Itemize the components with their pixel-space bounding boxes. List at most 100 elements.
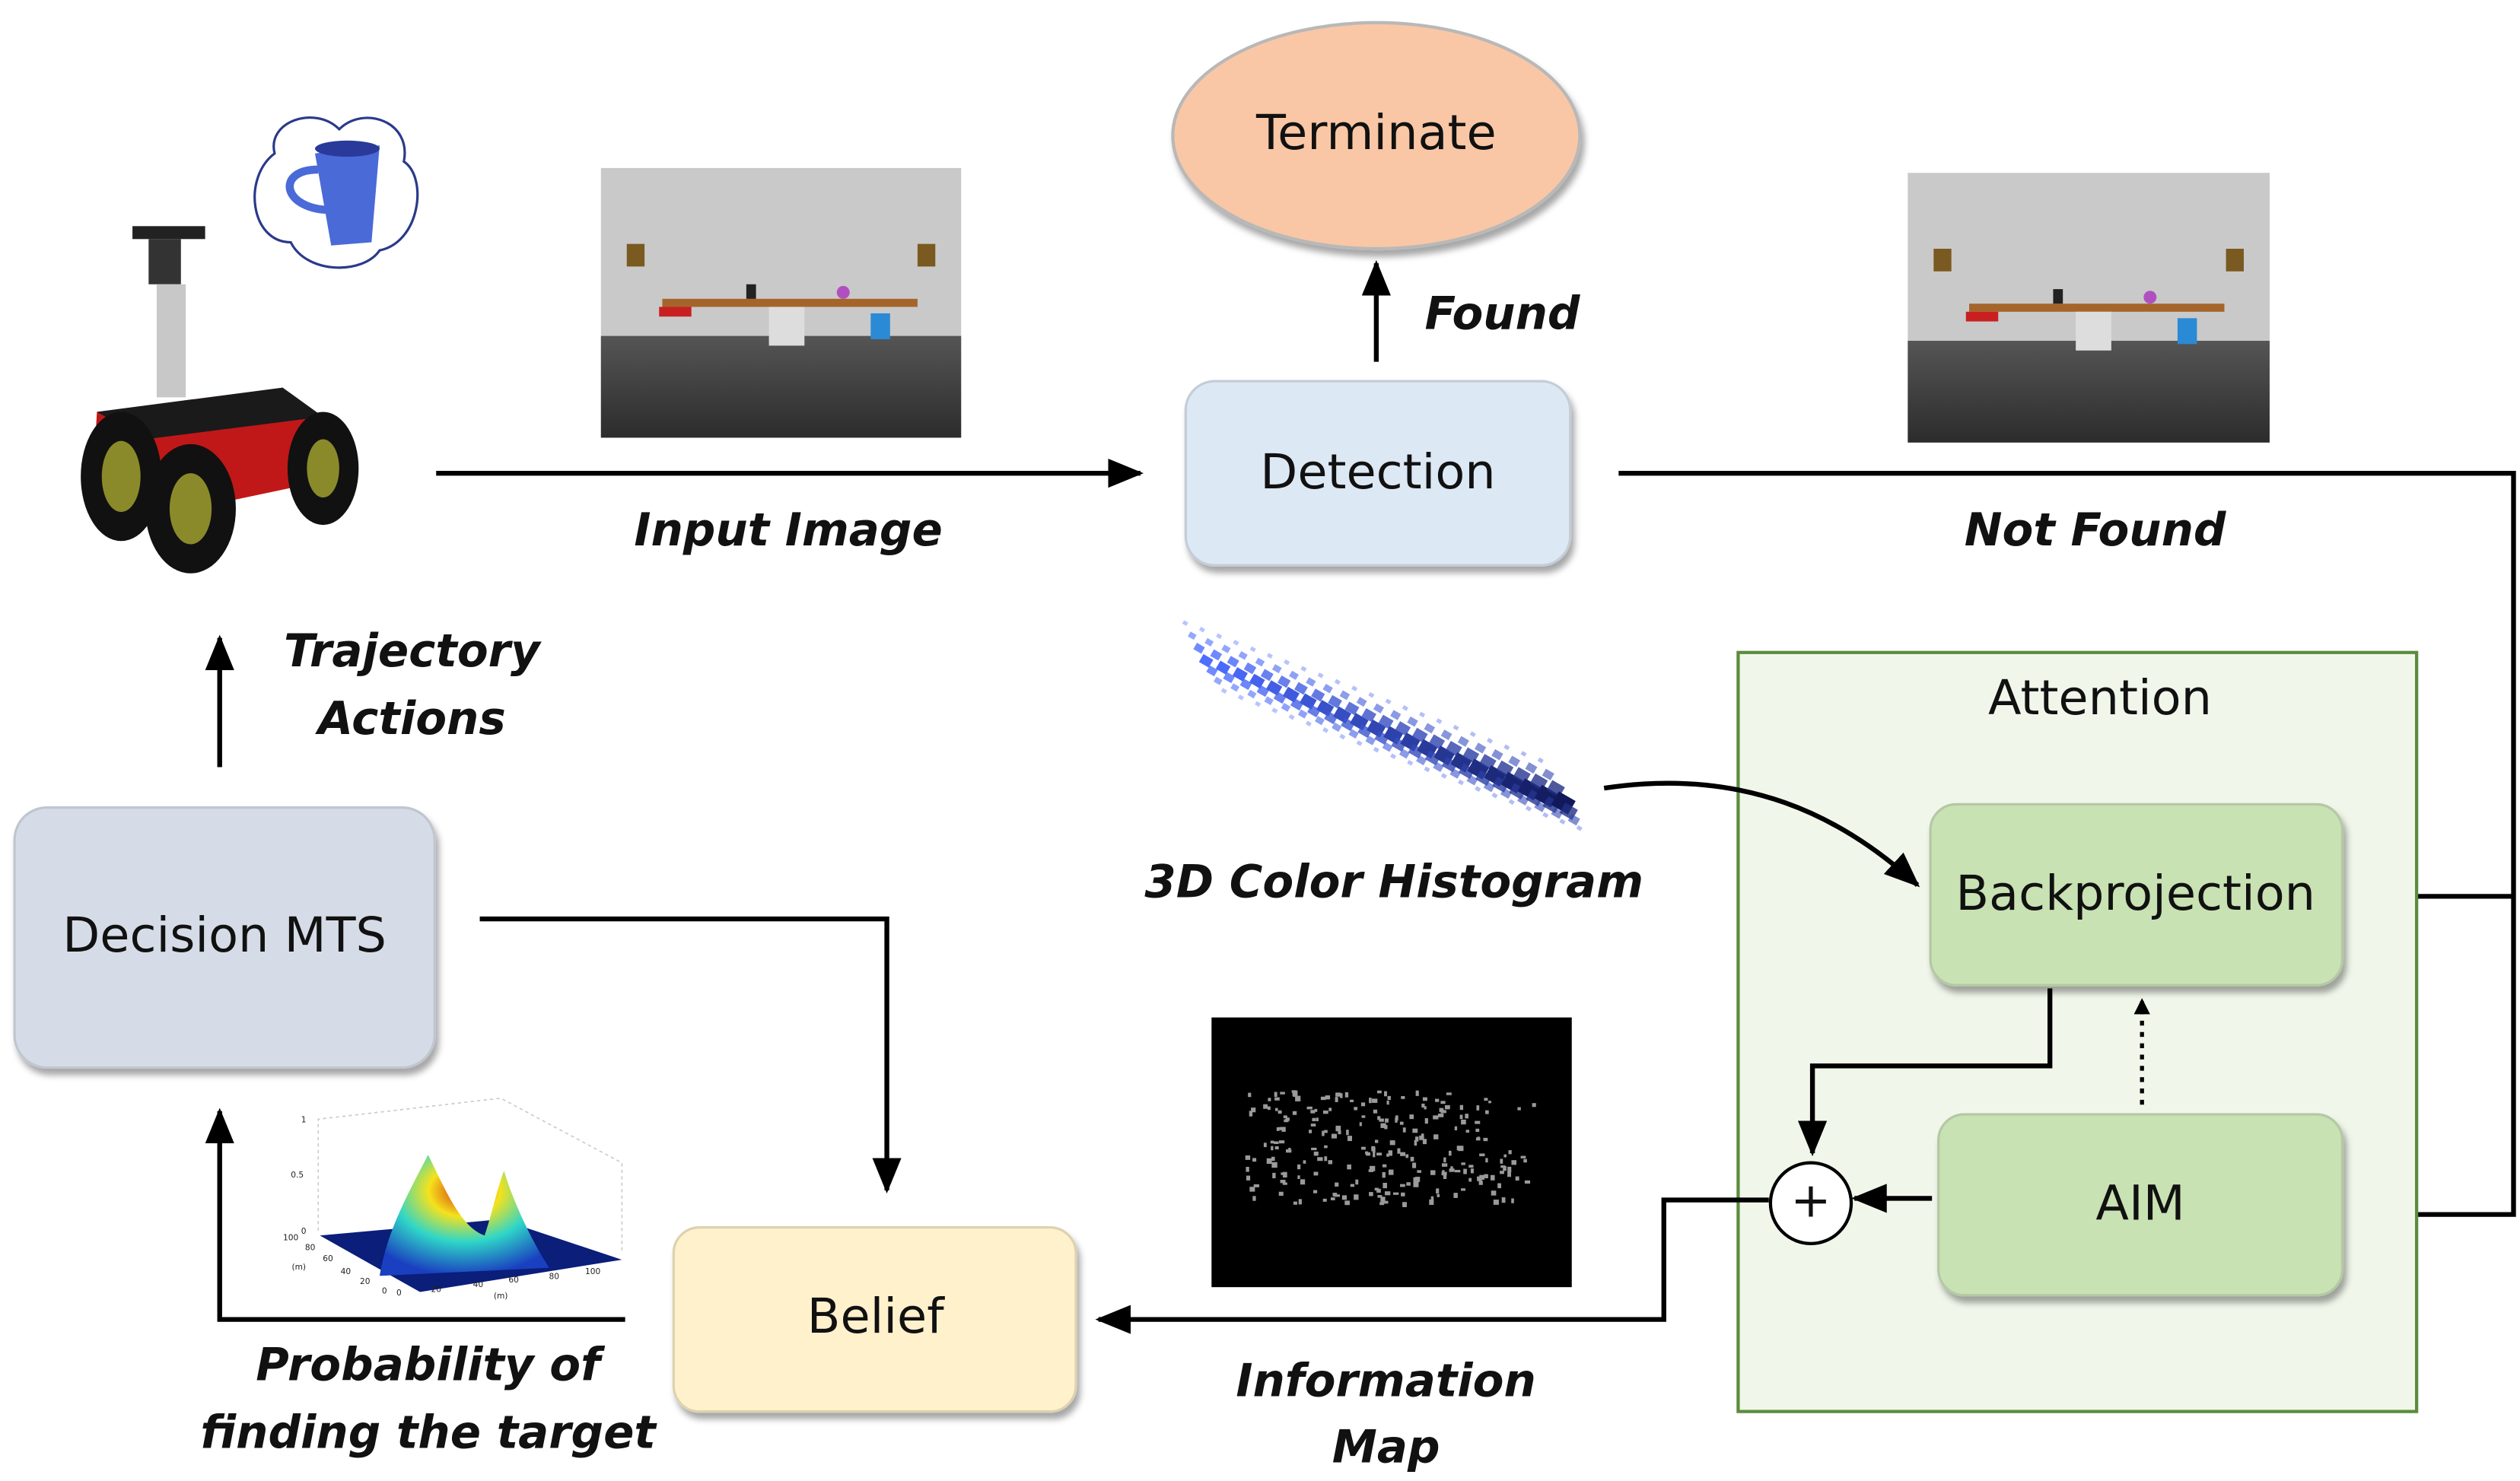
saliency-pixel [1280,1180,1286,1184]
saliency-pixel [1375,1139,1379,1143]
saliency-pixel [1382,1182,1388,1189]
histogram-bin [1452,724,1459,731]
saliency-pixel [1380,1197,1386,1203]
histogram-to-backprojection-arrow [1603,780,1920,888]
saliency-pixel [1468,1165,1474,1168]
saliency-pixel [1507,1171,1511,1177]
histogram-bin [1294,682,1308,695]
saliency-pixel [1459,1114,1463,1120]
information-map-label-line1: Information [1236,1355,1535,1408]
saliency-pixel [1322,1198,1327,1202]
histogram-bin [1356,697,1367,707]
saliency-pixel [1278,1191,1284,1197]
histogram-bin [1284,659,1290,666]
saliency-pixel [1412,1128,1418,1133]
saliency-pixel [1503,1154,1507,1158]
saliency-pixel [1400,1152,1406,1156]
saliency-pixel [1245,1155,1251,1160]
histogram-bin [1277,675,1291,688]
saliency-pixel [1424,1118,1428,1124]
saliency-pixel [1274,1146,1279,1150]
histogram-bin [1232,667,1248,682]
saliency-pixel [1344,1092,1349,1098]
saliency-pixel [1354,1194,1359,1200]
y-unit: (m) [291,1262,306,1272]
histogram-bin [1351,685,1358,691]
saliency-pixel [1292,1111,1297,1115]
y-tick: 60 [323,1254,333,1263]
probability-label-line2: finding the target [200,1407,657,1460]
histogram-label: 3D Color Histogram [1144,857,1643,909]
saliency-pixel [1440,1101,1446,1104]
saliency-pixel [1344,1200,1350,1206]
saliency-pixel [1282,1182,1287,1185]
backprojection-node: Backprojection [1929,802,2344,987]
histogram-bin [1517,794,1529,806]
histogram-bin [1223,672,1236,684]
histogram-bin [1457,736,1469,747]
saliency-pixel [1263,1143,1267,1148]
histogram-bin [1469,731,1476,738]
saliency-pixel [1468,1177,1472,1182]
saliency-pixel [1309,1130,1312,1133]
saliency-pixel [1485,1158,1488,1163]
probability-label-line1: Probability of [256,1339,606,1391]
saliency-pixel [1271,1146,1274,1151]
saliency-pixel [1421,1103,1425,1108]
backprojection-to-sum-arrow [1797,988,2053,1157]
histogram-bin [1339,733,1346,740]
saliency-pixel [1253,1184,1259,1187]
saliency-pixel [1359,1122,1362,1127]
input-scene-image [600,167,962,438]
trajectory-label-line1: Trajectory [284,625,542,678]
histogram-bin [1475,786,1481,792]
histogram-bin [1306,677,1316,687]
saliency-pixel [1376,1090,1382,1094]
histogram-bin [1249,646,1256,653]
saliency-pixel [1450,1166,1453,1172]
histogram-bin [1424,750,1441,766]
histogram-bin [1334,679,1341,685]
attention-group: Attention [1736,650,2419,1413]
saliency-pixel [1386,1100,1389,1105]
saliency-pixel [1459,1104,1464,1111]
histogram-bin [1193,643,1205,654]
saliency-pixel [1422,1139,1427,1145]
histogram-bin [1391,737,1407,752]
terminate-node: Terminate [1171,21,1582,251]
saliency-pixel [1401,1192,1405,1197]
histogram-bin [1341,717,1355,732]
saliency-pixel [1465,1130,1470,1133]
saliency-pixel [1279,1127,1282,1130]
detection-label: Detection [1260,444,1495,501]
saliency-pixel [1490,1174,1495,1181]
saliency-pixel [1511,1160,1516,1165]
saliency-pixel [1347,1164,1351,1170]
terminate-label: Terminate [1255,105,1497,161]
saliency-pixel [1249,1111,1253,1117]
saliency-pixel [1437,1114,1444,1117]
histogram-bin [1249,673,1265,689]
histogram-bin [1206,665,1218,677]
saliency-pixel [1369,1098,1372,1104]
x-tick: 20 [431,1285,441,1295]
histogram-bin [1198,653,1214,668]
thought-cloud-mug-icon [253,116,419,269]
histogram-bin [1348,729,1359,739]
histogram-bin [1365,735,1376,745]
saliency-pixel [1430,1170,1436,1175]
histogram-bin [1374,730,1389,745]
histogram-bin [1213,676,1223,685]
saliency-pixel [1324,1130,1328,1133]
saliency-pixel [1429,1199,1434,1206]
saliency-pixel [1374,1187,1379,1191]
histogram-bin [1428,734,1446,750]
saliency-pixel [1415,1136,1419,1142]
z-tick: 0.5 [291,1170,304,1180]
saliency-pixel [1476,1105,1480,1111]
saliency-pixel [1413,1182,1419,1187]
information-map-arrow [1095,1197,1769,1334]
saliency-pixel [1515,1176,1519,1181]
histogram-bin [1474,742,1487,754]
saliency-pixel [1446,1092,1452,1095]
